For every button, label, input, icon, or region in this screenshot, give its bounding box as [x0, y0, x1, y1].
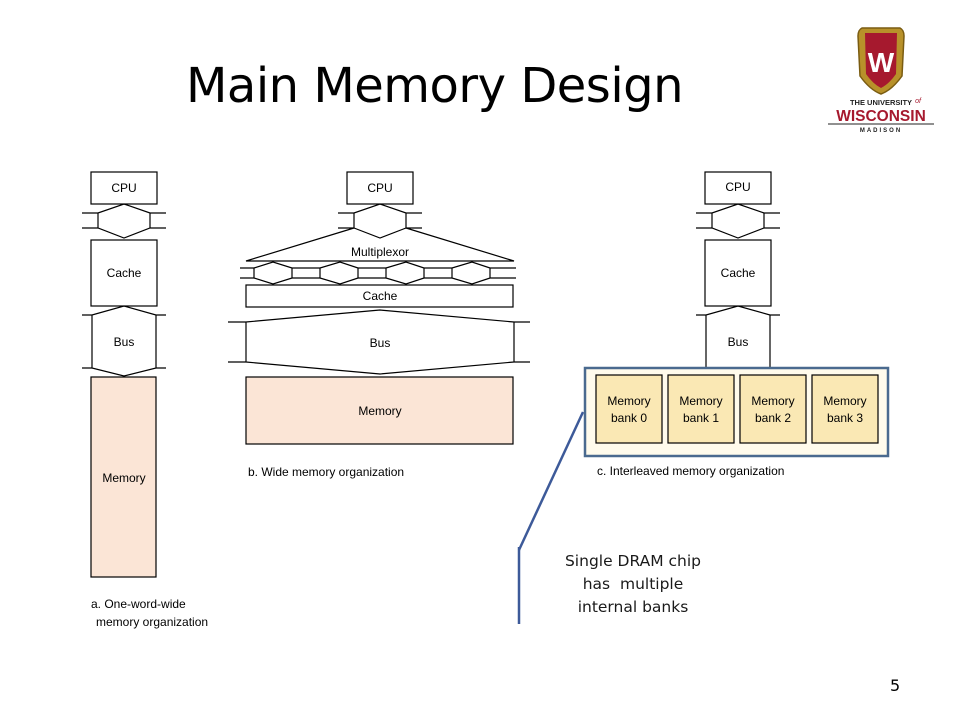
bank-0-line2: bank 0: [611, 411, 647, 425]
c-cache-box: [704, 239, 772, 307]
logo-line2: WISCONSIN: [836, 108, 926, 125]
b-cpu-box: [346, 171, 414, 205]
bank-2-line1: Memory: [751, 394, 794, 408]
b-caption: b. Wide memory organization: [248, 465, 404, 479]
c-bus-shape: [696, 305, 780, 377]
b-cpu-label: CPU: [367, 181, 392, 195]
c-cpu-cache-link: [696, 203, 780, 239]
bank-2-line2: bank 2: [755, 411, 791, 425]
b-cpu-link: [338, 203, 422, 228]
b-bus-label: Bus: [370, 336, 391, 350]
logo-of: of: [915, 98, 922, 105]
crest-icon: W: [857, 27, 905, 95]
diagram-interleaved: CPU Cache Bus Memory bank 0 Memory bank …: [583, 171, 890, 478]
a-caption-line1: a. One-word-wide: [91, 597, 186, 611]
diagram-one-word-wide: CPU Cache Bus Memory a. One-word-wide me…: [82, 171, 208, 629]
b-parallel-links: [240, 261, 516, 285]
crest-letter: W: [868, 47, 895, 78]
bank-1-line1: Memory: [679, 394, 722, 408]
a-cpu-label: CPU: [111, 181, 136, 195]
university-logo: W THE UNIVERSITY of WISCONSIN MADISON: [828, 27, 934, 134]
b-cache-box: [245, 284, 514, 308]
callout-text: Single DRAM chip has multiple internal b…: [548, 550, 718, 619]
bank-0: Memory bank 0: [595, 374, 663, 444]
callout-line2: has multiple: [582, 575, 684, 593]
c-cache-label: Cache: [721, 266, 756, 280]
b-multiplexor-label: Multiplexor: [351, 245, 409, 259]
bank-0-line1: Memory: [607, 394, 650, 408]
c-cpu-label: CPU: [725, 180, 750, 194]
page-number: 5: [890, 676, 901, 695]
callout-bracket: [517, 411, 585, 624]
a-memory-box: [90, 376, 157, 578]
c-bus-label: Bus: [728, 335, 749, 349]
bank-1-line2: bank 1: [683, 411, 719, 425]
bank-1: Memory bank 1: [667, 374, 735, 444]
c-caption: c. Interleaved memory organization: [597, 464, 784, 478]
b-memory-label: Memory: [358, 404, 401, 418]
b-bus-shape: [228, 309, 530, 375]
diagram-wide-memory: CPU Multiplexor Cache Bus Memory b. Wide…: [228, 171, 530, 479]
callout-line3: internal banks: [577, 598, 689, 616]
a-caption-line2: memory organization: [96, 615, 208, 629]
b-memory-box: [245, 376, 514, 445]
a-cpu-cache-link: [82, 203, 166, 239]
logo-line1: THE UNIVERSITY: [850, 98, 912, 107]
bank-3-line1: Memory: [823, 394, 866, 408]
callout-line1: Single DRAM chip: [564, 552, 702, 570]
bank-2: Memory bank 2: [739, 374, 807, 444]
b-cache-label: Cache: [363, 289, 398, 303]
slide-title: Main Memory Design: [186, 58, 684, 114]
bank-3-line2: bank 3: [827, 411, 863, 425]
logo-line3: MADISON: [860, 128, 902, 134]
b-multiplexor: [245, 227, 515, 262]
a-memory-label: Memory: [102, 471, 145, 485]
a-bus-shape: [82, 305, 166, 377]
a-cache-box: [90, 239, 158, 307]
a-cache-label: Cache: [107, 266, 142, 280]
bank-3: Memory bank 3: [811, 374, 879, 444]
a-bus-label: Bus: [114, 335, 135, 349]
